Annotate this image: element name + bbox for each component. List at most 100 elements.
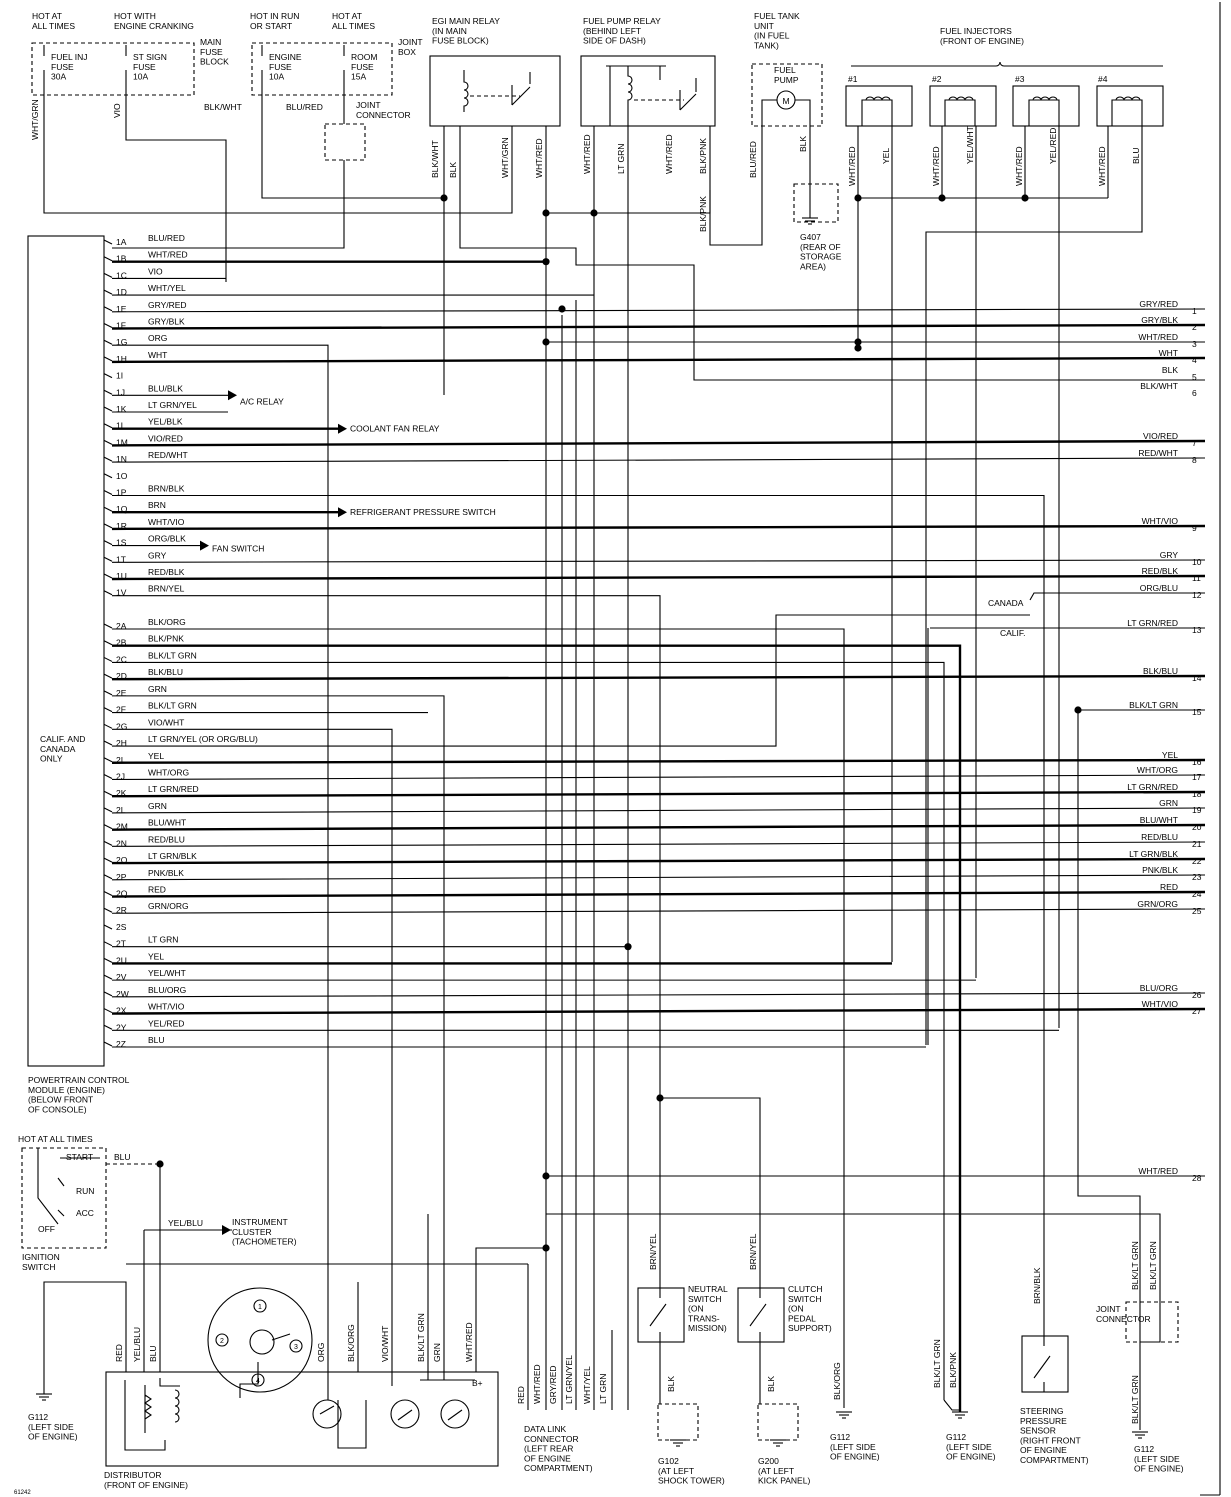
pcm-2w [111, 992, 1206, 998]
splice-dot [542, 1172, 550, 1180]
vertical-wire-label: BLK/LT GRN [1130, 1241, 1140, 1290]
label-line: 1P [116, 488, 127, 498]
label-line: BLU/WHT [1140, 815, 1178, 825]
label-line: PUMP [774, 75, 799, 85]
splice-dot [656, 1094, 664, 1102]
pcm-wire-label: LT GRN [148, 935, 178, 945]
splice-dot [542, 338, 550, 346]
pcm-pin-label: 2P [116, 872, 127, 882]
label-line: 28 [1192, 1173, 1202, 1183]
pcm-wire-label: VIO/RED [148, 433, 183, 443]
right-wire-label: BLU/ORG [1140, 983, 1178, 993]
label-line: INSTRUMENT [232, 1217, 288, 1227]
pin-tick [103, 924, 113, 930]
label-line: PEDAL [788, 1313, 816, 1323]
label-line: HOT AT ALL TIMES [18, 1134, 93, 1144]
label-line: MODULE (ENGINE) [28, 1085, 105, 1095]
label-line: ALL TIMES [332, 21, 375, 31]
label-line: 2U [116, 955, 127, 965]
label-line: RED/BLK [1142, 566, 1179, 576]
right-wire-label: BLK/LT GRN [1129, 700, 1178, 710]
label-line: 2L [116, 805, 126, 815]
injector-number: #2 [932, 74, 942, 84]
vertical-wire-label: BLU/RED [748, 141, 758, 178]
pin-tick [103, 891, 113, 897]
label-line: 2A [116, 621, 127, 631]
pcm-wire-label: RED/BLK [148, 567, 185, 577]
label-line: RED [114, 1344, 124, 1362]
pcm-pin-label: 1V [116, 588, 127, 598]
right-wire-label: WHT/VIO [1142, 999, 1179, 1009]
label-line: 1B [116, 254, 127, 264]
label-line: RUN [76, 1186, 94, 1196]
label-line: BLK [1162, 365, 1178, 375]
pcm-2e [112, 695, 445, 1380]
pcm-wire-label: GRN/ORG [148, 901, 189, 911]
label-line: WHT/VIO [148, 1002, 185, 1012]
label-line: 21 [1192, 839, 1202, 849]
distributor-pin-icon [215, 1333, 229, 1347]
label-line: BRN [148, 500, 166, 510]
label-line: FUSE [133, 62, 156, 72]
label-line: TANK) [754, 40, 779, 50]
label-line: GRY/RED [548, 1365, 558, 1404]
label-line: G112 [1134, 1444, 1154, 1454]
pump-lead [795, 99, 811, 126]
splice-dot [1021, 194, 1029, 202]
label-line: FUSE [51, 62, 74, 72]
label-line: 2E [116, 688, 127, 698]
wire-red-dist [43, 1281, 127, 1394]
pcm-wire-label: PNK/BLK [148, 868, 184, 878]
label-line: BLK [448, 162, 458, 178]
label-line: #4 [1098, 74, 1108, 84]
label-line: 1 [258, 1304, 262, 1311]
pcm-wire-label: BRN/BLK [148, 484, 185, 494]
pcm-2N [111, 841, 1206, 847]
label-line: 2Z [116, 1039, 126, 1049]
label-line: MISSION) [688, 1323, 727, 1333]
pcm-1r [111, 524, 1206, 531]
vertical-wire-label: BLK/ORG [346, 1324, 356, 1362]
tach-wire-label: YEL/BLU [168, 1218, 203, 1228]
pcm-pin-label: 2M [116, 822, 128, 832]
vertical-wire-label: VIO [112, 103, 122, 118]
label-line: 1Q [116, 504, 128, 514]
label-line: BRN/YEL [648, 1233, 658, 1270]
label-line: WHT/RED [1097, 146, 1107, 186]
pcm-pin-label: 1D [116, 287, 127, 297]
pin-tick [103, 389, 113, 395]
label-line: 2I [116, 755, 123, 765]
label-line: IGNITION [22, 1252, 60, 1262]
label-line: YEL [881, 148, 891, 164]
label-line: (LEFT SIDE [28, 1422, 74, 1432]
label-line: LT GRN/YEL [148, 400, 197, 410]
wire-wht-red-dist [475, 1247, 546, 1372]
pcm-pin-label: 2X [116, 1006, 127, 1016]
label-line: CONNECTOR [1096, 1314, 1151, 1324]
label-line: VIO/WHT [148, 717, 184, 727]
pcm-1u [111, 574, 1206, 581]
right-wire-label: GRY/BLK [1141, 315, 1178, 325]
pcm-pin-label: 2V [116, 972, 127, 982]
label-line: 1O [116, 471, 128, 481]
label-line: BRN/BLK [1032, 1267, 1042, 1304]
label-line: VIO/WHT [380, 1326, 390, 1362]
pcm-2J [111, 774, 1206, 781]
label-line: FUSE BLOCK) [432, 36, 489, 46]
pcm-pin-label: 1E [116, 304, 127, 314]
pcm-pin-label: 1G [116, 337, 127, 347]
label-line: BLK/LT GRN [148, 701, 197, 711]
label-line: CANADA [40, 744, 76, 754]
label-line: PNK/BLK [148, 868, 184, 878]
vertical-wire-label: YEL [881, 148, 891, 164]
label-line: LT GRN/RED [148, 784, 199, 794]
right-wire-label: BLK/WHT [1140, 381, 1178, 391]
pcm-wire-label: RED/BLU [148, 834, 185, 844]
pin-tick [103, 1008, 113, 1014]
vertical-wire-label: WHT/RED [931, 146, 941, 186]
